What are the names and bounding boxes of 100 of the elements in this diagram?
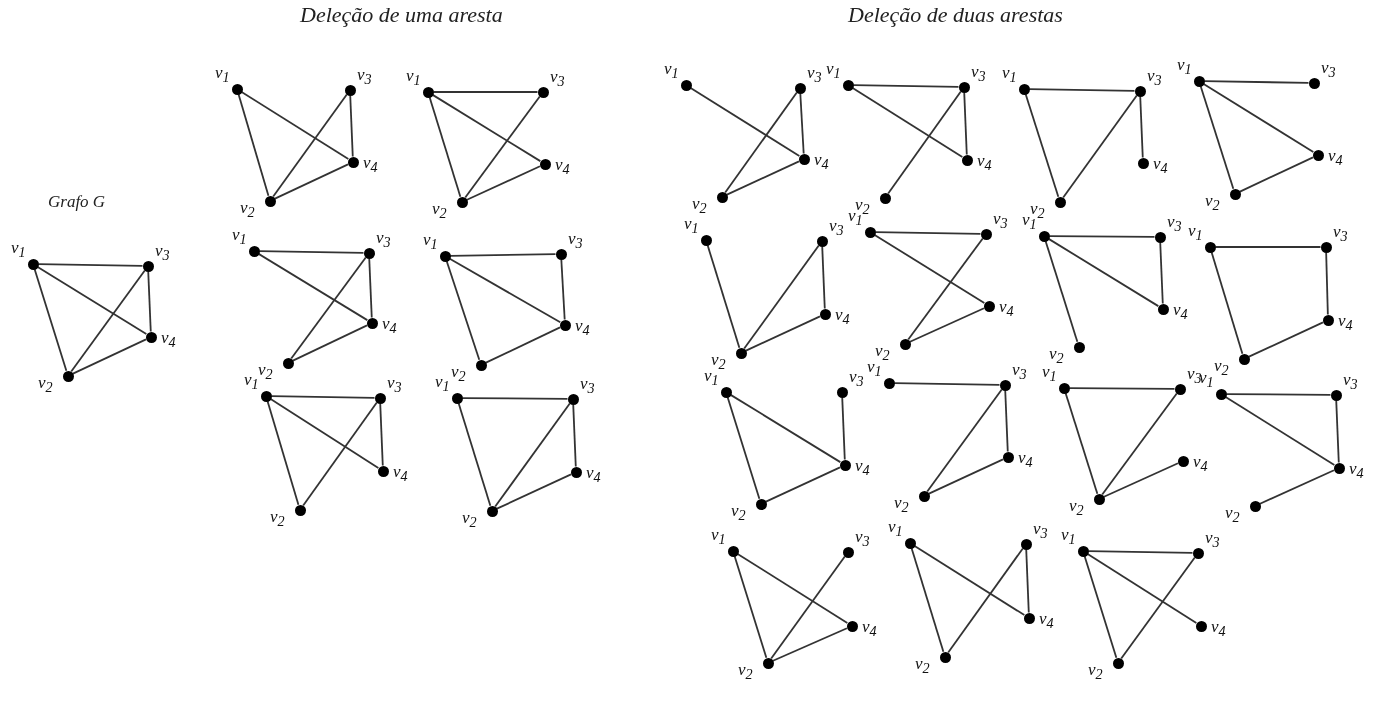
vertex-dot (1093, 493, 1105, 505)
graph-edge (494, 402, 571, 508)
graph-edge (240, 91, 350, 160)
vertex-dot (816, 235, 828, 247)
vertex-dot (451, 392, 463, 404)
vertex-dot (798, 153, 810, 165)
graph-edge (147, 270, 152, 333)
vertex-label: v$_{2}$ (451, 363, 466, 386)
graph-edge (428, 96, 462, 198)
vertex-dot (727, 545, 739, 557)
vertex-label: v$_{2}$ (270, 508, 285, 531)
graph-edge (1004, 389, 1009, 453)
graph-edge (893, 382, 1001, 386)
graph-edge (290, 256, 367, 360)
graph-edge (1068, 387, 1176, 390)
graph-edge (1086, 553, 1198, 624)
graph-edge (432, 91, 539, 93)
graph-edge (726, 396, 761, 500)
graph-edge (1199, 85, 1235, 190)
vertex-dot (864, 226, 876, 238)
vertex-dot (1174, 383, 1186, 395)
graph-edge (1224, 396, 1336, 466)
vertex-label: v$_{4}$ (555, 156, 570, 179)
graph-edge (689, 87, 801, 157)
graph-edge (963, 91, 968, 156)
graph-edge (379, 402, 384, 467)
graph-edge (873, 234, 986, 304)
graph-edge (1064, 392, 1099, 495)
graph-edge (1325, 251, 1329, 316)
vertex-dot (27, 258, 39, 270)
vertex-dot (680, 79, 692, 91)
graph-edge (1203, 80, 1310, 84)
vertex-label: v$_{1}$ (215, 64, 230, 87)
graph-edge (706, 244, 741, 349)
graph-edge (1028, 88, 1136, 92)
vertex-dot (475, 359, 487, 371)
graph-edge (302, 401, 378, 507)
vertex-dot (1073, 341, 1085, 353)
graph-edge (1225, 393, 1332, 396)
vertex-label: v$_{2}$ (462, 509, 477, 532)
vertex-dot (836, 386, 848, 398)
graph-edge (464, 95, 541, 199)
vertex-dot (720, 386, 732, 398)
graph-edge (1025, 548, 1030, 614)
vertex-label: v$_{1}$ (664, 60, 679, 83)
graph-edge (1214, 246, 1322, 248)
vertex-dot (1038, 230, 1050, 242)
vertex-dot (422, 86, 434, 98)
vertex-dot (1134, 85, 1146, 97)
graph-edge (1044, 240, 1079, 343)
vertex-label: v$_{1}$ (1002, 64, 1017, 87)
vertex-label: v$_{4}$ (855, 457, 870, 480)
vertex-label: v$_{3}$ (1012, 361, 1027, 384)
vertex-dot (439, 250, 451, 262)
vertex-label: v$_{1}$ (826, 60, 841, 83)
vertex-dot (363, 247, 375, 259)
graph-edge (1101, 392, 1178, 496)
vertex-dot (567, 393, 579, 405)
graph-edge (910, 547, 945, 653)
vertex-dot (842, 79, 854, 91)
vertex-label: v$_{2}$ (692, 195, 707, 218)
graph-edge (1202, 83, 1315, 153)
graph-edge (445, 260, 481, 361)
section-title: Deleção de duas arestas (848, 2, 1063, 28)
vertex-dot (1249, 500, 1261, 512)
graph-edge (349, 94, 354, 158)
vertex-label: v$_{3}$ (357, 66, 372, 89)
vertex-label: v$_{1}$ (232, 226, 247, 249)
graph-edge (431, 93, 542, 162)
graph-edge (772, 627, 848, 662)
vertex-dot (918, 490, 930, 502)
vertex-label: v$_{3}$ (829, 217, 844, 240)
vertex-label: v$_{2}$ (738, 661, 753, 684)
vertex-dot (366, 317, 378, 329)
graph-edge (947, 547, 1024, 654)
vertex-label: v$_{2}$ (1205, 192, 1220, 215)
vertex-dot (883, 377, 895, 389)
vertex-label: v$_{4}$ (1349, 460, 1364, 483)
vertex-dot (899, 338, 911, 350)
vertex-dot (555, 248, 567, 260)
vertex-dot (62, 370, 74, 382)
vertex-dot (1023, 612, 1035, 624)
vertex-label: v$_{1}$ (244, 371, 259, 394)
vertex-dot (264, 195, 276, 207)
graph-edge (292, 324, 368, 362)
graph-edge (272, 93, 348, 198)
vertex-label: v$_{1}$ (1061, 526, 1076, 549)
graph-edge (1087, 550, 1194, 554)
vertex-label: v$_{4}$ (1338, 312, 1353, 335)
vertex-label: v$_{4}$ (1173, 301, 1188, 324)
vertex-label: v$_{4}$ (586, 464, 601, 487)
graph-edge (841, 396, 846, 461)
graph-edge (770, 555, 846, 660)
vertex-dot (145, 331, 157, 343)
vertex-label: v$_{4}$ (835, 306, 850, 329)
vertex-dot (374, 392, 386, 404)
graph-edge (485, 326, 561, 364)
vertex-label: v$_{3}$ (1147, 67, 1162, 90)
vertex-label: v$_{4}$ (1328, 147, 1343, 170)
vertex-dot (1137, 157, 1149, 169)
